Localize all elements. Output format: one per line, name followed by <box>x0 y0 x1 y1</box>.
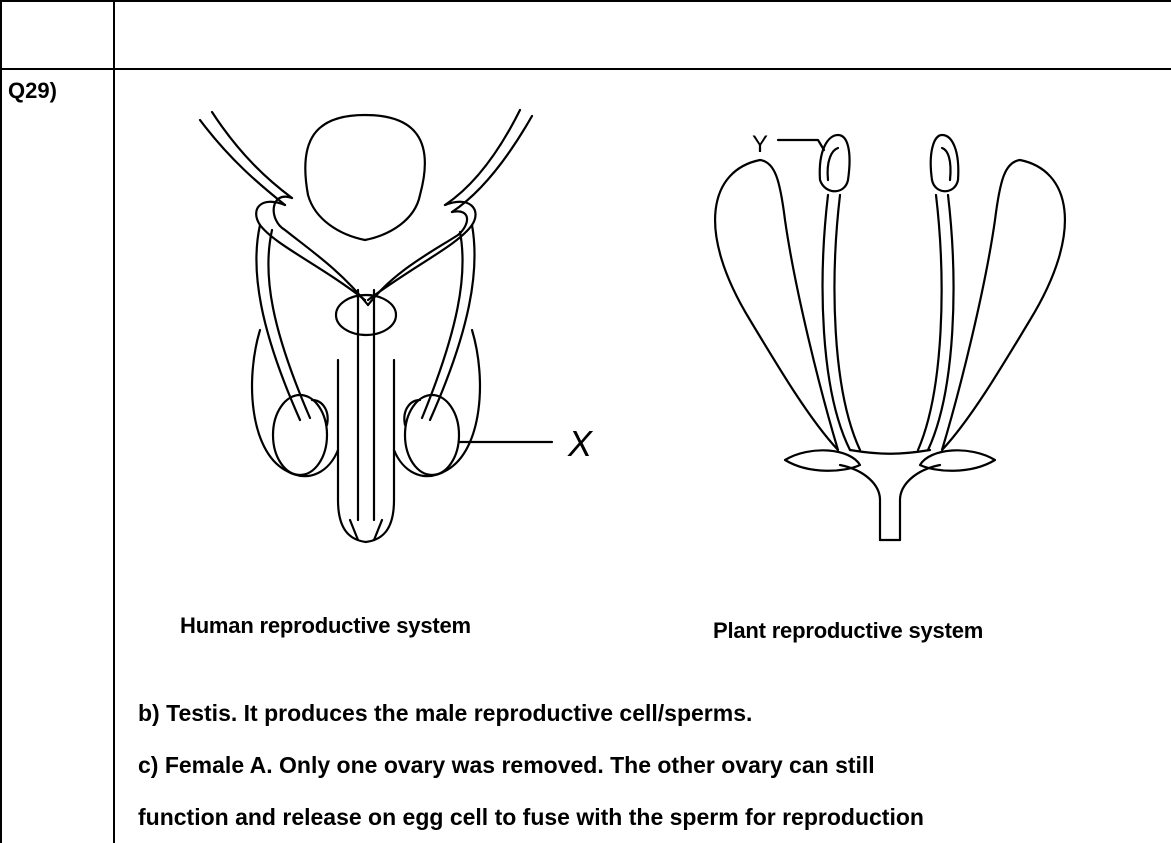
table-column-divider <box>113 0 115 843</box>
answer-c-line2: function and release on egg cell to fuse… <box>138 804 924 831</box>
label-x: X <box>567 423 594 464</box>
table-left-border <box>0 0 2 843</box>
human-reproductive-diagram: X <box>190 100 630 560</box>
plant-diagram-caption: Plant reproductive system <box>713 618 983 644</box>
table-row-divider <box>0 68 1171 70</box>
plant-reproductive-diagram: Y <box>690 110 1080 550</box>
human-diagram-caption: Human reproductive system <box>180 613 471 639</box>
label-y: Y <box>752 131 768 158</box>
answer-b: b) Testis. It produces the male reproduc… <box>138 700 752 727</box>
table-top-border <box>0 0 1171 2</box>
answer-c-line1: c) Female A. Only one ovary was removed.… <box>138 752 875 779</box>
question-number: Q29) <box>8 78 57 104</box>
